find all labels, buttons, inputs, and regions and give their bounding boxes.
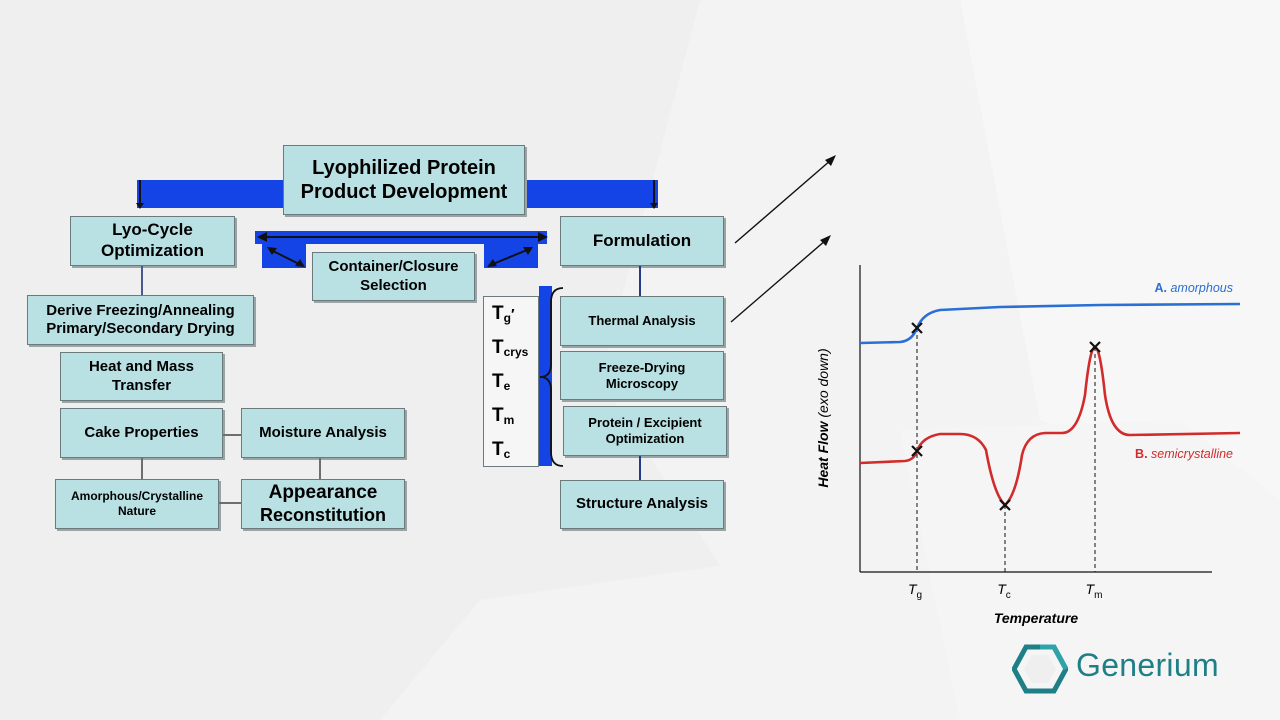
title-line2: Product Development xyxy=(300,181,508,203)
cake-properties-box: Cake Properties xyxy=(60,408,223,458)
x-tick-tg: Tg xyxy=(908,581,922,601)
title-line1: Lyophilized Protein xyxy=(312,156,496,179)
container-connector-arrows xyxy=(257,232,548,267)
logo-text: Generium xyxy=(1076,647,1219,683)
container-line2: Selection xyxy=(360,276,427,294)
param-tm: Tm xyxy=(492,405,515,427)
protein-line1: Protein / Excipient xyxy=(588,415,702,431)
x-tick-tc: Tc xyxy=(997,581,1011,601)
param-tc: Tc xyxy=(492,439,511,461)
formulation-box: Formulation xyxy=(560,216,724,266)
lyo-cycle-line1: Lyo-Cycle xyxy=(112,220,193,240)
series-semicrystalline-line xyxy=(859,345,1241,507)
x-axis-label: Temperature xyxy=(994,610,1079,626)
heat-mass-line2: Transfer xyxy=(111,376,172,394)
moisture-down-connector xyxy=(319,458,321,479)
param-brace xyxy=(539,287,564,467)
formulation-connector xyxy=(639,266,641,296)
structure-analysis-box: Structure Analysis xyxy=(560,480,724,529)
series-semicrystalline-label: B. semicrystalline xyxy=(1135,447,1233,461)
param-tcrys: Tcrys xyxy=(492,337,529,359)
heat-mass-line1: Heat and Mass xyxy=(88,358,195,376)
amorphous-line2: Nature xyxy=(117,504,156,518)
protein-line2: Optimization xyxy=(605,431,685,446)
marker-tc xyxy=(999,499,1011,511)
dsc-chart: A. amorphous B. semicrystalline Tg Tc Tm… xyxy=(815,265,1241,626)
temperature-parameters-panel: Tg′ Tcrys Te Tm Tc xyxy=(483,296,539,467)
cake-moisture-connector xyxy=(223,434,241,436)
cake-down-connector xyxy=(141,458,143,479)
amorphous-line1: Amorphous/Crystalline xyxy=(70,489,204,504)
thermal-analysis-label: Thermal Analysis xyxy=(588,313,696,329)
freeze-drying-line2: Microscopy xyxy=(605,375,679,391)
appearance-line2: Reconstitution xyxy=(260,504,386,525)
structure-analysis-label: Structure Analysis xyxy=(576,495,708,513)
freeze-drying-line1: Freeze-Drying xyxy=(598,359,686,375)
lyo-connector xyxy=(141,266,143,295)
series-amorphous-label: A. amorphous xyxy=(1154,281,1233,295)
container-line1: Container/Closure xyxy=(328,258,459,276)
derive-line1: Derive Freezing/Annealing xyxy=(46,301,235,319)
amorphous-appearance-connector xyxy=(219,502,241,504)
thermal-analysis-box: Thermal Analysis xyxy=(560,296,724,346)
marker-tg-amorphous xyxy=(911,322,923,334)
param-te: Te xyxy=(492,371,511,393)
marker-tg-semicrystalline xyxy=(911,445,923,457)
derive-line2: Primary/Secondary Drying xyxy=(46,320,235,337)
protein-structure-connector xyxy=(639,456,641,480)
param-tg-prime: Tg′ xyxy=(492,303,515,325)
x-tick-tm: Tm xyxy=(1086,581,1103,601)
appearance-line1: Appearance xyxy=(268,482,378,504)
marker-tm xyxy=(1089,341,1101,353)
hexagon-logo-icon xyxy=(1012,644,1068,694)
pointer-arrows xyxy=(730,155,836,323)
moisture-analysis-box: Moisture Analysis xyxy=(241,408,405,458)
moisture-analysis-label: Moisture Analysis xyxy=(259,423,387,441)
y-axis-label: Heat Flow (exo down) xyxy=(815,348,831,487)
title-connector-arrows xyxy=(136,180,658,209)
cake-properties-label: Cake Properties xyxy=(84,423,199,441)
formulation-label: Formulation xyxy=(592,230,692,250)
lyo-cycle-line2: Optimization xyxy=(101,241,204,260)
